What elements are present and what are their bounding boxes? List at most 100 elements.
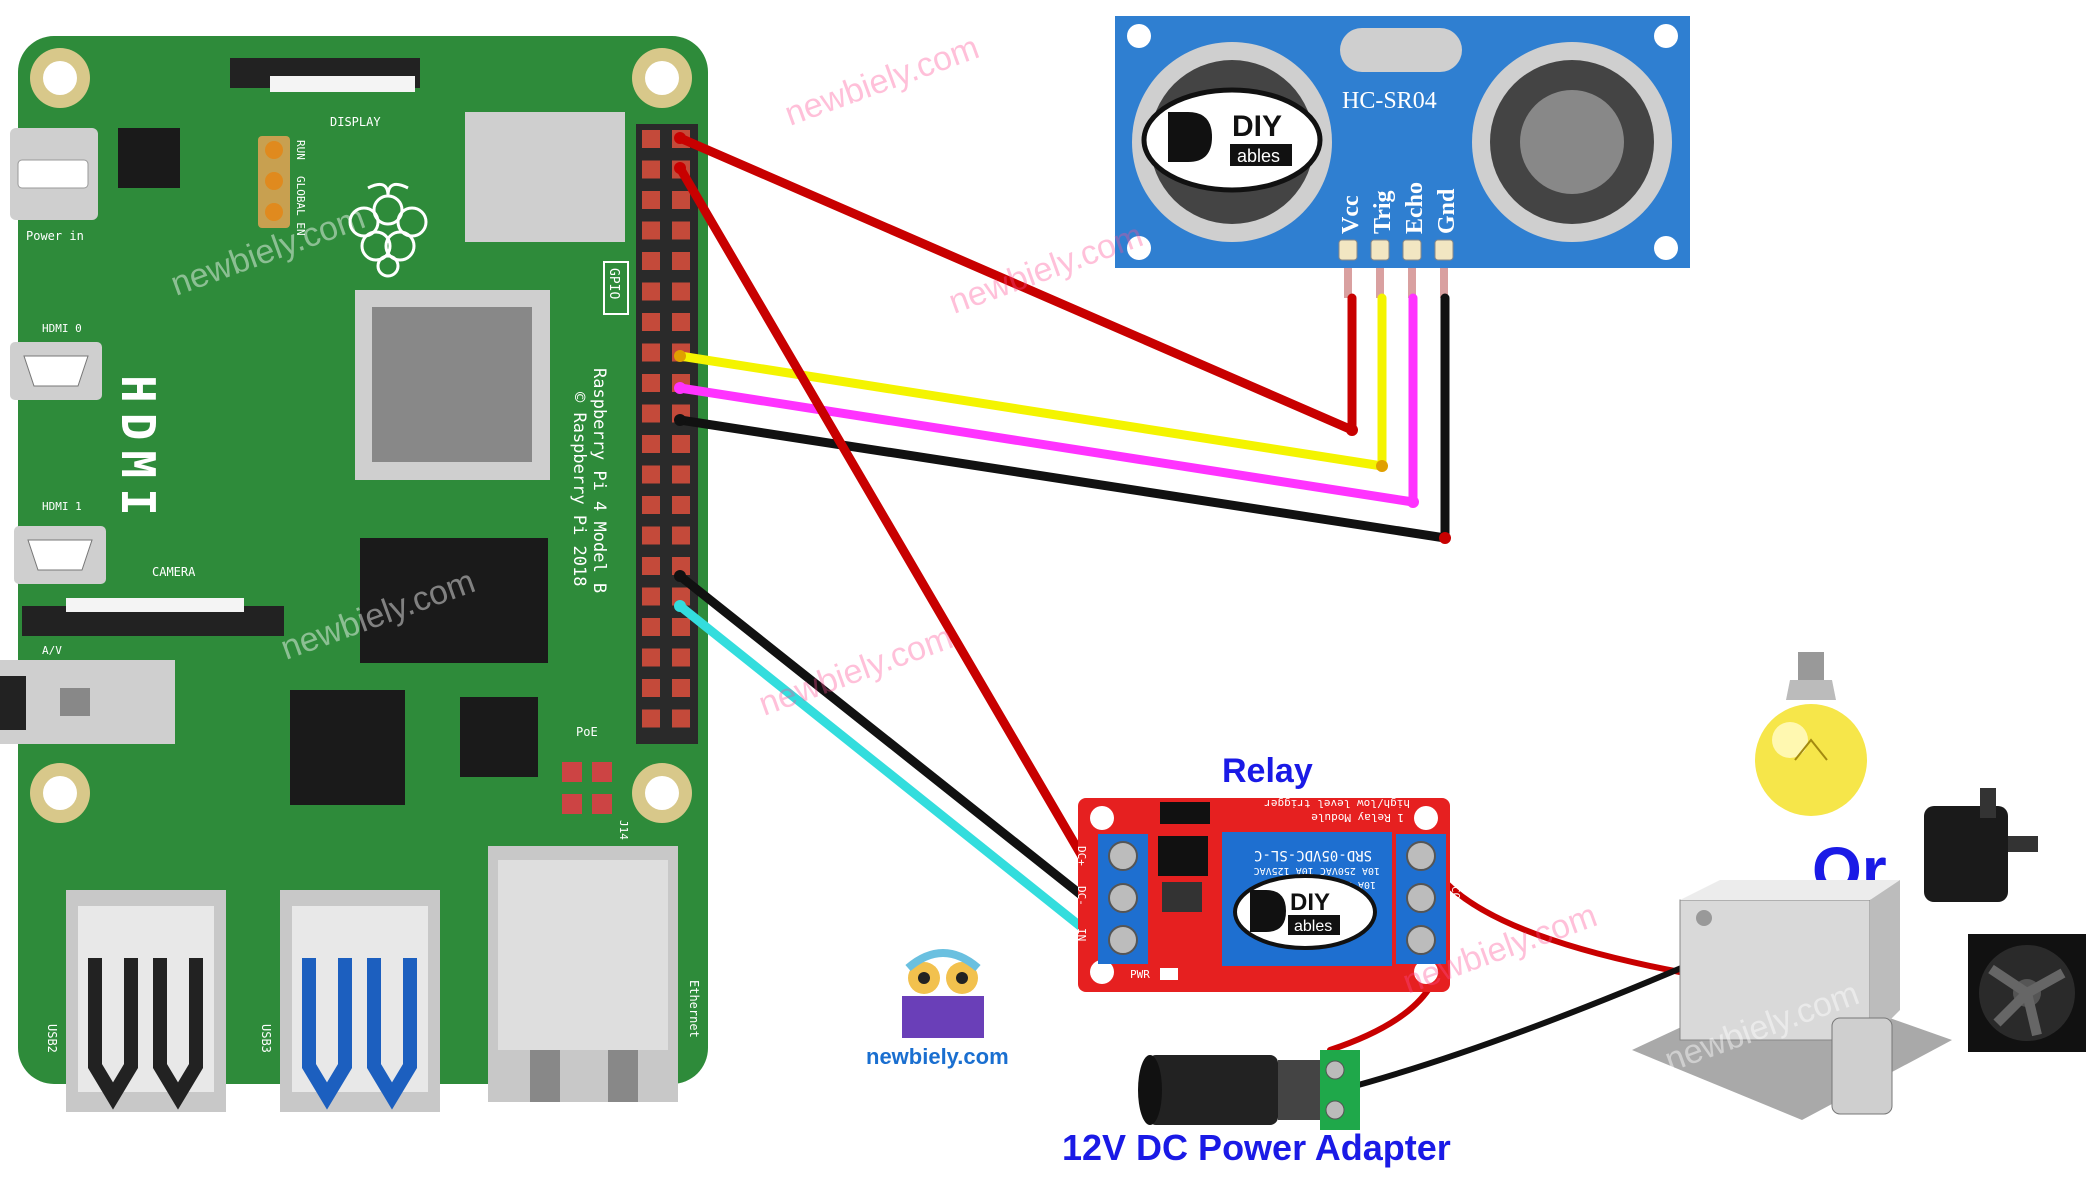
pin-vcc-label: Vcc: [1338, 195, 1364, 234]
gpio-pin: [672, 709, 690, 728]
relay-pin-no: NO: [1449, 930, 1462, 943]
fan-icon: [1968, 934, 2086, 1052]
gpio-label: GPIO: [606, 268, 621, 299]
gpio-pin: [642, 282, 660, 301]
gpio-pin: [672, 618, 690, 636]
relay-pin-dcplus: DC+: [1075, 846, 1088, 866]
gpio-pin: [672, 191, 690, 209]
hc-sr04-sensor: DIY ables HC-SR04 Vcc Trig Echo Gnd: [1115, 16, 1690, 298]
wire-relay-gnd: [675, 571, 1095, 907]
camera-label: CAMERA: [152, 565, 196, 579]
pin-echo-label: Echo: [1402, 182, 1428, 234]
water-pump-icon: [1924, 788, 2038, 902]
gpio-pin: [642, 648, 660, 667]
av-label: A/V: [42, 644, 62, 657]
wire-relay-in: [675, 601, 1095, 939]
gpio-pin: [642, 130, 660, 148]
light-bulb-icon: [1755, 652, 1867, 816]
gpio-pin: [672, 496, 690, 514]
ethernet-label: Ethernet: [687, 980, 701, 1038]
j14-label: J14: [617, 820, 630, 840]
gpio-pin: [672, 465, 690, 484]
hdmi-label: HDMI: [111, 375, 165, 526]
gpio-pin: [642, 496, 660, 514]
gpio-pin: [642, 587, 660, 606]
poe-pins: [562, 762, 612, 814]
gpio-pin: [642, 221, 660, 240]
watermark-1: newbiely.com: [780, 28, 984, 133]
relay-module: Relay DC+ DC- IN NC COM NO 1 Relay Modul…: [1075, 752, 1462, 992]
gpio-pin: [642, 679, 660, 697]
gpio-pin: [642, 404, 660, 423]
gpio-pin: [672, 587, 690, 606]
wire-relay-vcc: [675, 163, 1095, 875]
gpio-pin: [672, 252, 690, 270]
power-in-label: Power in: [26, 229, 84, 243]
relay-pin-com: COM: [1449, 886, 1462, 906]
gpio-pin: [642, 709, 660, 728]
relay-title: Relay: [1222, 752, 1313, 790]
relay-rating-1: 10A 250VAC 10A 125VAC: [1254, 865, 1380, 876]
display-label: DISPLAY: [330, 115, 381, 129]
ethernet-port: [488, 846, 678, 1102]
usb3-port: [280, 890, 440, 1112]
relay-pin-in: IN: [1075, 928, 1088, 941]
gpio-pin: [642, 374, 660, 392]
gpio-pin: [672, 526, 690, 545]
optocoupler: [1158, 836, 1208, 876]
gpio-pin: [672, 435, 690, 453]
gpio-pin: [642, 557, 660, 575]
gpio-pin: [642, 526, 660, 545]
gpio-pin: [642, 343, 660, 362]
sensor-model: HC-SR04: [1342, 88, 1437, 114]
gpio-pin: [642, 252, 660, 270]
sensor-logo-top: DIY: [1232, 110, 1282, 143]
pin-gnd-label: Gnd: [1434, 188, 1460, 234]
gpio-pin: [642, 191, 660, 209]
gpio-pin: [642, 465, 660, 484]
pi-chip-small: [118, 128, 180, 188]
gpio-pin: [672, 221, 690, 240]
gpio-pin: [672, 282, 690, 301]
raspberry-logo-icon: [348, 182, 428, 278]
sensor-pin-pads: [1338, 239, 1454, 261]
hdmi1-label: HDMI 1: [42, 500, 82, 513]
watermark-5: newbiely.com: [754, 618, 958, 723]
sensor-logo-bottom: ables: [1237, 146, 1280, 166]
raspberry-pi-board: DISPLAY Power in RUN GLOBAL EN GPIO Rasp…: [0, 36, 708, 1112]
poe-label: PoE: [576, 725, 598, 739]
adapter-label: 12V DC Power Adapter: [1062, 1127, 1451, 1168]
gpio-pin: [672, 313, 690, 331]
model-label: Raspberry Pi 4 Model B: [589, 368, 609, 593]
gpio-pin: [642, 160, 660, 179]
relay-logo-top: DIY: [1290, 889, 1330, 916]
wires: [675, 133, 1703, 1093]
gpio-pin: [672, 648, 690, 667]
gpio-pin: [642, 618, 660, 636]
relay-jumper: [1160, 802, 1210, 824]
dc-power-adapter: [1138, 1050, 1360, 1130]
relay-pin-nc: NC: [1449, 848, 1462, 861]
usb2-label: USB2: [45, 1024, 59, 1053]
gpio-pin: [672, 557, 690, 575]
usb3-label: USB3: [259, 1024, 273, 1053]
copyright-label: © Raspberry Pi 2018: [569, 392, 589, 586]
run-label: RUN: [294, 140, 307, 160]
relay-header-2: high/low level trigger: [1264, 797, 1410, 810]
gpio-pin: [642, 435, 660, 453]
usb2-port: [66, 890, 226, 1112]
gpio-pin: [642, 313, 660, 331]
pin-trig-label: Trig: [1370, 190, 1396, 234]
hdmi0-label: HDMI 0: [42, 322, 82, 335]
brand-label: newbiely.com: [866, 1044, 1009, 1069]
wire-echo: [675, 293, 1418, 507]
usb-controller-chip: [290, 690, 405, 805]
wire-adapter-load: [1337, 957, 1703, 1093]
relay-pwr-label: PWR: [1130, 968, 1150, 981]
relay-header-1: 1 Relay Module: [1311, 811, 1404, 824]
wire-com-load: [1437, 873, 1683, 975]
relay-part-number: SRD-05VDC-SL-C: [1254, 847, 1372, 863]
relay-logo-bottom: ables: [1294, 918, 1332, 935]
ram-chip: [360, 538, 548, 663]
